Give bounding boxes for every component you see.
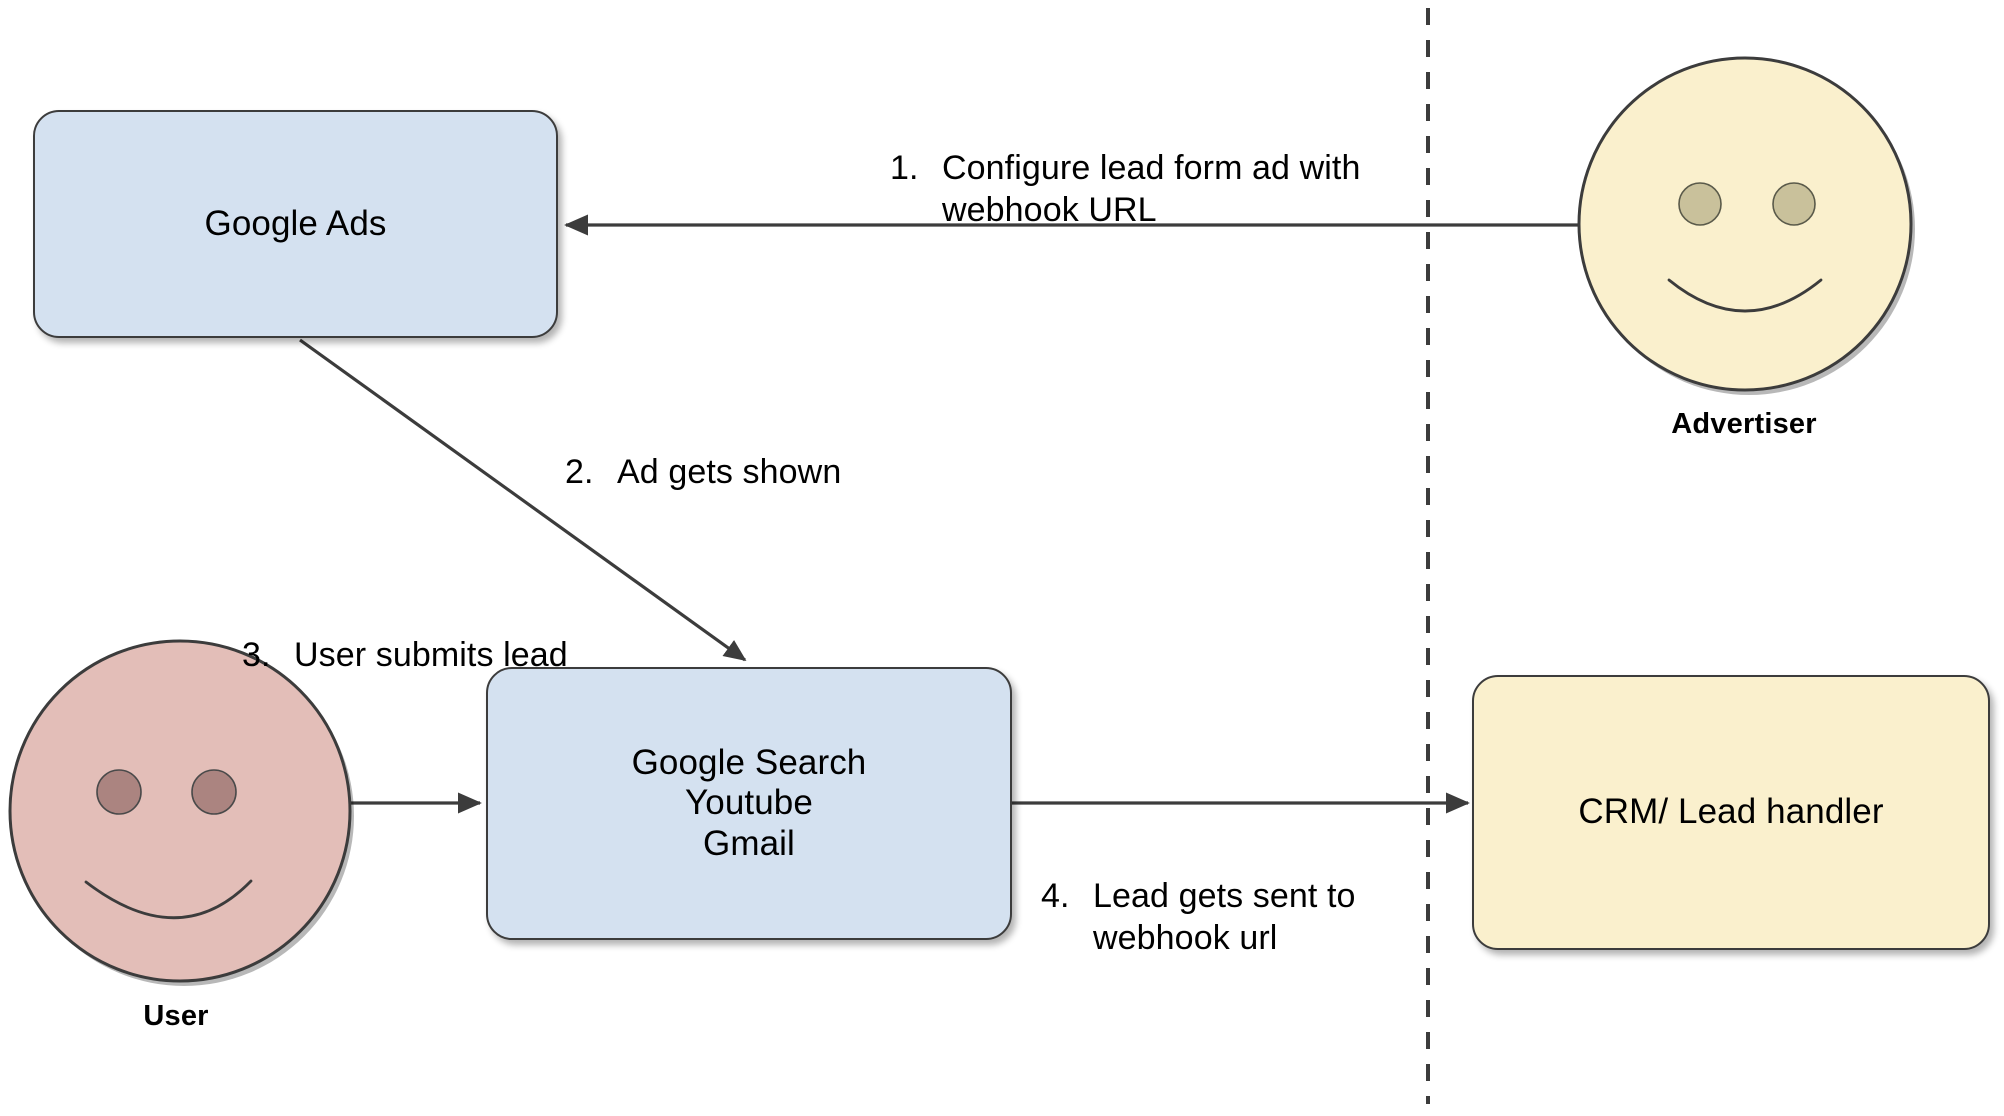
node-google-ads[interactable]: Google Ads (33, 110, 558, 338)
edge-label-step-4: 4. Lead gets sent to webhook url (1041, 832, 1441, 960)
edge-label-step-2-text: Ad gets shown (617, 452, 842, 491)
node-crm-lead-handler-label: CRM/ Lead handler (1578, 792, 1884, 832)
node-google-ads-label: Google Ads (204, 203, 387, 243)
edge-label-step-1-number: 1. (890, 148, 919, 187)
edge-label-step-1-text: Configure lead form ad with webhook URL (942, 148, 1361, 230)
edge-label-step-4-text: Lead gets sent to webhook url (1093, 876, 1356, 958)
actor-advertiser-caption: Advertiser (1671, 408, 1817, 440)
node-crm-lead-handler[interactable]: CRM/ Lead handler (1472, 675, 1990, 950)
actor-advertiser[interactable]: Advertiser (1576, 52, 1916, 452)
user-smiley-icon (8, 639, 354, 986)
edge-label-step-4-number: 4. (1041, 876, 1070, 915)
edge-label-step-2-number: 2. (565, 452, 594, 491)
edge-label-step-2: 2. Ad gets shown (565, 408, 985, 493)
actor-user-caption: User (143, 1000, 209, 1032)
edge-label-step-3: 3. User submits lead (242, 591, 662, 676)
actor-user[interactable]: User (6, 636, 354, 1046)
edge-label-step-1: 1. Configure lead form ad with webhook UR… (890, 104, 1410, 232)
advertiser-smiley-icon (1577, 56, 1915, 395)
node-google-surfaces-label: Google Search Youtube Gmail (631, 742, 867, 863)
connector-google-ads-to-surfaces (299, 338, 747, 662)
edge-label-step-3-text: User submits lead (294, 635, 568, 674)
edge-label-step-3-number: 3. (242, 635, 271, 674)
node-google-surfaces[interactable]: Google Search Youtube Gmail (486, 667, 1012, 940)
